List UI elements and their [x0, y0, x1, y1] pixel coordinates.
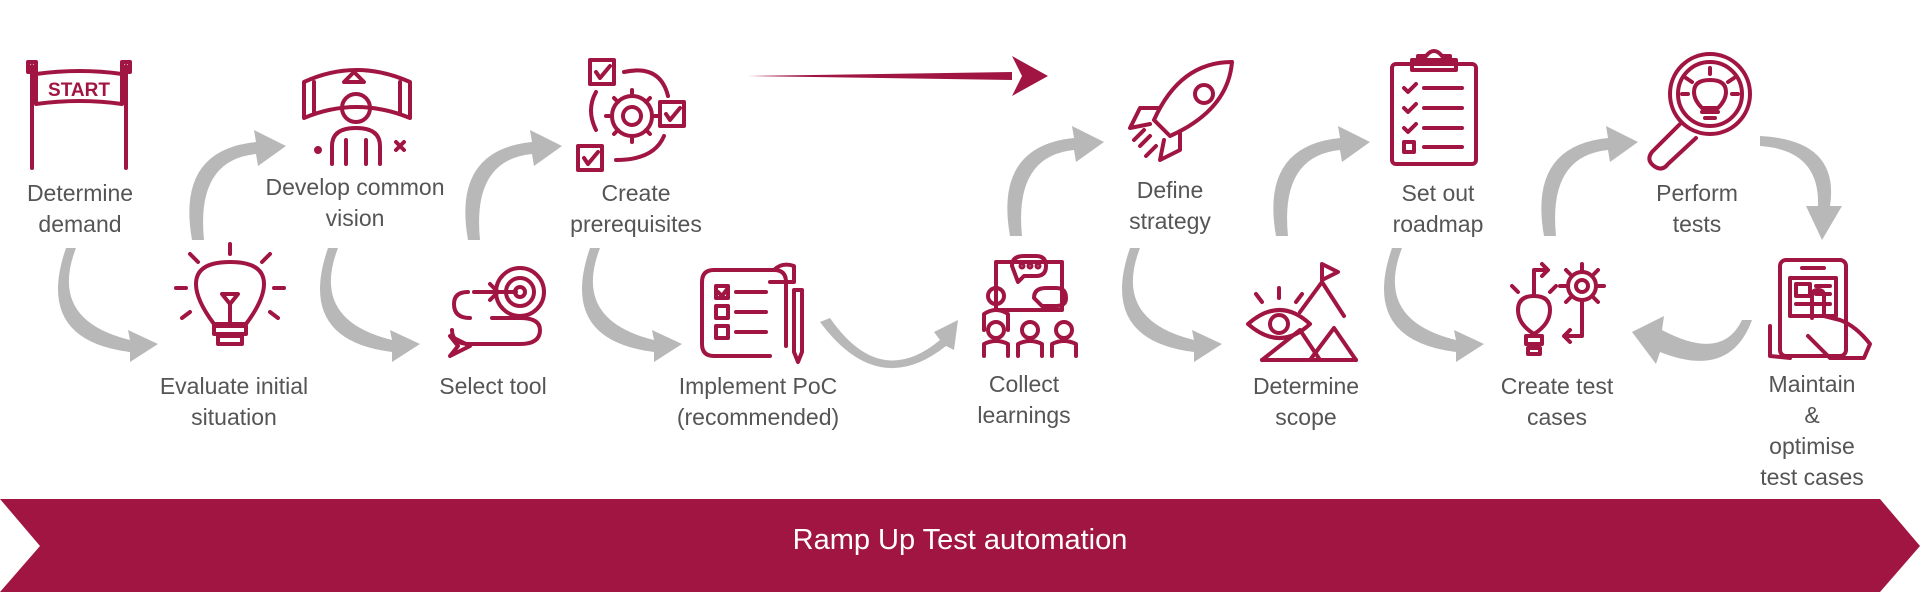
step-label-select-tool: Select tool: [439, 373, 547, 399]
step-label-create-prerequisites: Create prerequisites: [570, 180, 702, 237]
connector-arrow-down-2-icon: [320, 248, 420, 362]
connector-arrow-curve-right-icon: [1760, 136, 1842, 240]
connector-arrow-down-5-icon: [1384, 248, 1484, 362]
connector-arrow-curve-left-icon: [1632, 316, 1752, 364]
step-label-evaluate-initial-situation: Evaluate initial situation: [159, 373, 309, 430]
checklist-scroll-icon: [700, 262, 804, 364]
tablet-touch-icon: [1768, 258, 1872, 360]
connector-arrows: [58, 126, 1842, 369]
vr-vision-icon: [302, 68, 412, 166]
step-label-determine-demand: Determine demand: [26, 180, 134, 237]
connector-arrow-down-1-icon: [58, 248, 158, 362]
target-path-icon: [448, 266, 546, 358]
connector-arrow-down-4-icon: [1122, 248, 1222, 362]
connector-arrow-down-3-icon: [582, 248, 682, 362]
step-label-set-out-roadmap: Set out roadmap: [1392, 180, 1484, 237]
step-label-develop-common-vision: Develop common vision: [265, 174, 445, 231]
gear-cycle-icon: [576, 58, 686, 172]
progress-arrow-icon: [748, 56, 1048, 96]
clipboard-icon: [1390, 49, 1478, 166]
step-label-determine-scope: Determine scope: [1252, 373, 1360, 430]
connector-arrow-rise-icon: [820, 318, 958, 369]
step-label-collect-learnings: Collect learnings: [977, 371, 1071, 428]
step-label-implement-poc: Implement PoC (recommended): [676, 373, 840, 430]
connector-arrow-up-4-icon: [1273, 126, 1370, 236]
idea-gear-icon: [1510, 262, 1606, 356]
start-banner-icon: START: [26, 60, 132, 170]
connector-arrow-up-1-icon: [189, 130, 286, 240]
ramp-up-banner: [0, 499, 1920, 592]
rocket-icon: [1128, 60, 1234, 162]
lightbulb-icon: [174, 242, 286, 346]
step-label-perform-tests: Perform tests: [1656, 180, 1738, 237]
banner-title: Ramp Up Test automation: [792, 524, 1128, 556]
step-label-create-test-cases: Create test cases: [1500, 373, 1614, 430]
team-presentation-icon: [982, 254, 1078, 358]
step-label-define-strategy: Define strategy: [1129, 177, 1211, 234]
eye-mountain-icon: [1246, 262, 1358, 362]
connector-arrow-up-3-icon: [1007, 126, 1104, 236]
connector-arrow-up-2-icon: [465, 130, 562, 240]
connector-arrow-up-5-icon: [1541, 126, 1638, 236]
magnifier-bulb-icon: [1647, 52, 1752, 171]
step-label-maintain-optimise: Maintain & optimise test cases: [1760, 371, 1864, 490]
start-sign-text: START: [48, 80, 110, 101]
